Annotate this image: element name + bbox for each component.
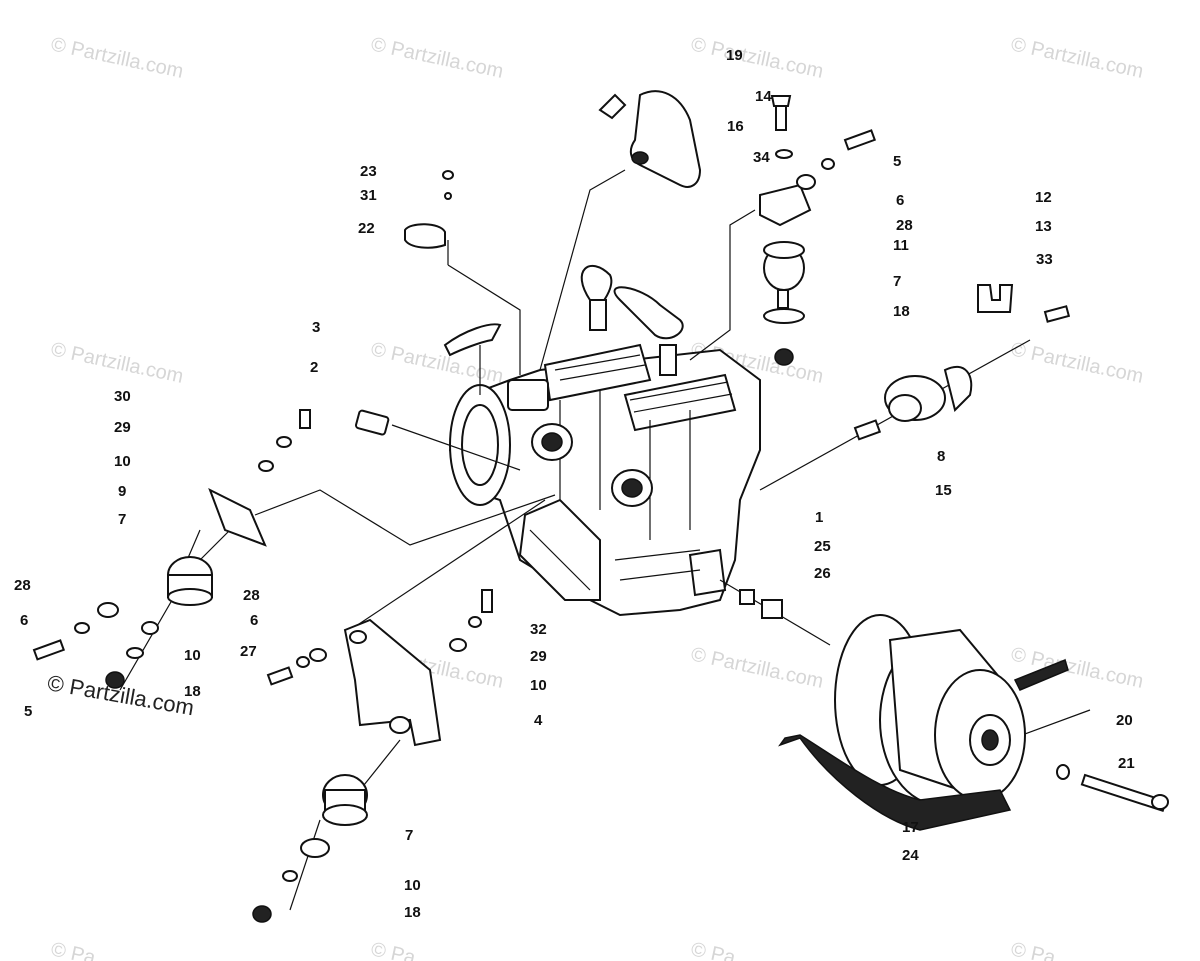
callout-18c: 18 (404, 904, 421, 921)
callout-6c: 6 (250, 612, 258, 629)
clutch-assembly (739, 589, 1169, 831)
callout-24: 24 (902, 847, 919, 864)
callout-10a: 10 (114, 453, 131, 470)
top-mount-assembly (759, 95, 877, 366)
callout-13: 13 (1035, 218, 1052, 235)
callout-8: 8 (937, 448, 945, 465)
watermark: © Pa (49, 938, 98, 961)
callout-16: 16 (727, 118, 744, 135)
callout-20: 20 (1116, 712, 1133, 729)
callout-6a: 6 (896, 192, 904, 209)
watermark: © Partzilla.com (369, 33, 505, 83)
mount-8 (853, 365, 973, 441)
callout-31: 31 (360, 187, 377, 204)
engine-block (448, 264, 761, 617)
watermark: © Partzilla.com (689, 643, 825, 693)
engine-bracket-4 (252, 589, 493, 923)
callout-12: 12 (1035, 189, 1052, 206)
callout-26: 26 (814, 565, 831, 582)
callout-4: 4 (534, 712, 543, 729)
watermark: © Pa (369, 938, 418, 961)
callout-6b: 6 (20, 612, 28, 629)
watermark: © Partzilla.com (369, 338, 505, 388)
watermark: © Partzilla.com (689, 33, 825, 83)
callout-10b: 10 (184, 647, 201, 664)
watermark: © Partzilla.com (49, 338, 185, 388)
callout-34: 34 (753, 149, 770, 166)
callout-29b: 29 (530, 648, 547, 665)
callout-28a: 28 (896, 217, 913, 234)
callout-5b: 5 (24, 703, 32, 720)
callout-30: 30 (114, 388, 131, 405)
callout-7b: 7 (118, 511, 126, 528)
watermark: © Partzilla.com (49, 33, 185, 83)
callout-9: 9 (118, 483, 126, 500)
callout-32: 32 (530, 621, 547, 638)
callout-27: 27 (240, 643, 257, 660)
callout-15: 15 (935, 482, 952, 499)
callout-33: 33 (1036, 251, 1053, 268)
callout-14: 14 (755, 88, 772, 105)
callout-28c: 28 (243, 587, 260, 604)
callout-17: 17 (902, 819, 919, 836)
callout-2: 2 (310, 359, 318, 376)
callout-10c: 10 (530, 677, 547, 694)
callout-25: 25 (814, 538, 831, 555)
callout-18b: 18 (184, 683, 201, 700)
callout-labels: 1 2 3 4 5 5 6 6 6 7 7 7 8 9 10 10 10 10 … (14, 47, 1135, 921)
callout-10d: 10 (404, 877, 421, 894)
watermark: © Partzilla.com (1009, 33, 1145, 83)
callout-23: 23 (360, 163, 377, 180)
watermark: © Pa (689, 938, 738, 961)
callout-7c: 7 (405, 827, 413, 844)
callout-19: 19 (726, 47, 743, 64)
callout-18a: 18 (893, 303, 910, 320)
callout-21: 21 (1118, 755, 1135, 772)
callout-29a: 29 (114, 419, 131, 436)
watermark: © Pa (1009, 938, 1058, 961)
callout-11: 11 (893, 237, 909, 254)
callout-28b: 28 (14, 577, 31, 594)
callout-5a: 5 (893, 153, 901, 170)
callout-3: 3 (312, 319, 320, 336)
part-bracket-16 (598, 90, 702, 188)
callout-7a: 7 (893, 273, 901, 290)
left-mount-assembly (32, 170, 502, 689)
clip-12 (977, 284, 1071, 323)
watermark: © Partzilla.com (1009, 338, 1145, 388)
callout-22: 22 (358, 220, 375, 237)
callout-1: 1 (815, 509, 823, 526)
